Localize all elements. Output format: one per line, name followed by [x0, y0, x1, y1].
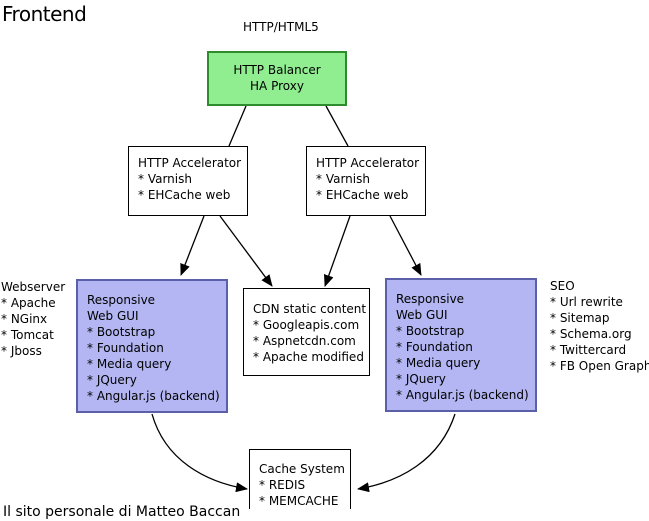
node-line: * Googleapis.com [253, 318, 360, 332]
arrow-accelerator-1-to-cdn [219, 215, 273, 287]
node-line: * JQuery [87, 373, 137, 387]
node-line: * EHCache web [138, 188, 231, 202]
cache-system-node: Cache System * REDIS * MEMCACHE [249, 449, 351, 509]
note-line: * NGinx [1, 312, 48, 326]
http-balancer-node: HTTP Balancer HA Proxy [207, 51, 347, 106]
webserver-notes: Webserver * Apache * NGinx * Tomcat * Jb… [1, 279, 65, 359]
page-title: Frontend [2, 2, 87, 26]
note-line: * FB Open Graph [550, 359, 649, 373]
node-line: * Angular.js (backend) [87, 389, 220, 403]
node-line: * Bootstrap [87, 325, 156, 339]
node-line: * Foundation [87, 341, 164, 355]
node-line: HTTP Accelerator [138, 156, 242, 170]
responsive-web-gui-node-2: Responsive Web GUI * Bootstrap * Foundat… [385, 278, 537, 412]
node-line: HA Proxy [250, 79, 304, 93]
footer-credit: Il sito personale di Matteo Baccan [3, 504, 241, 520]
arrow-accelerator-2-to-cdn [323, 215, 351, 287]
responsive-web-gui-node-1: Responsive Web GUI * Bootstrap * Foundat… [76, 279, 228, 413]
note-line: * Jboss [1, 344, 42, 358]
arrow-accelerator-1-to-gui-1 [180, 215, 205, 276]
note-line: * Schema.org [550, 327, 632, 341]
node-line: * Varnish [316, 172, 370, 186]
node-line: Web GUI [396, 308, 448, 322]
node-line: HTTP Accelerator [316, 156, 420, 170]
node-line: Responsive [396, 292, 465, 306]
node-line: * Apache modified [253, 350, 364, 364]
node-line: * REDIS [259, 478, 306, 492]
http-accelerator-node-2: HTTP Accelerator * Varnish * EHCache web [306, 146, 426, 216]
cdn-static-content-node: CDN static content * Googleapis.com * As… [243, 288, 370, 376]
connector-balancer-accelerator-2 [325, 105, 349, 147]
note-line: * Apache [1, 296, 56, 310]
note-line: Webserver [1, 280, 66, 294]
note-line: * Url rewrite [550, 295, 623, 309]
node-line: Cache System [259, 462, 345, 476]
node-line: CDN static content [253, 302, 367, 316]
note-line: * Twittercard [550, 343, 627, 357]
connector-balancer-accelerator-1 [228, 105, 247, 147]
arrow-gui-2-to-cache [357, 413, 456, 493]
node-line: * EHCache web [316, 188, 409, 202]
protocol-label: HTTP/HTML5 [243, 20, 319, 34]
seo-notes: SEO * Url rewrite * Sitemap * Schema.org… [550, 278, 649, 374]
node-line: * Media query [396, 356, 481, 370]
node-line: Responsive [87, 293, 156, 307]
node-line: * MEMCACHE [259, 494, 339, 508]
arrow-accelerator-2-to-gui-2 [389, 215, 422, 276]
note-line: * Tomcat [1, 328, 54, 342]
node-line: * Bootstrap [396, 324, 465, 338]
node-line: Web GUI [87, 309, 139, 323]
node-line: * JQuery [396, 372, 446, 386]
note-line: * Sitemap [550, 311, 610, 325]
arrow-gui-1-to-cache [151, 413, 248, 493]
node-line: * Foundation [396, 340, 473, 354]
node-line: * Angular.js (backend) [396, 388, 529, 402]
http-accelerator-node-1: HTTP Accelerator * Varnish * EHCache web [128, 146, 248, 216]
note-line: SEO [550, 279, 575, 293]
node-line: * Varnish [138, 172, 192, 186]
node-line: * Aspnetcdn.com [253, 334, 356, 348]
node-line: * Media query [87, 357, 172, 371]
node-line: HTTP Balancer [233, 63, 321, 77]
